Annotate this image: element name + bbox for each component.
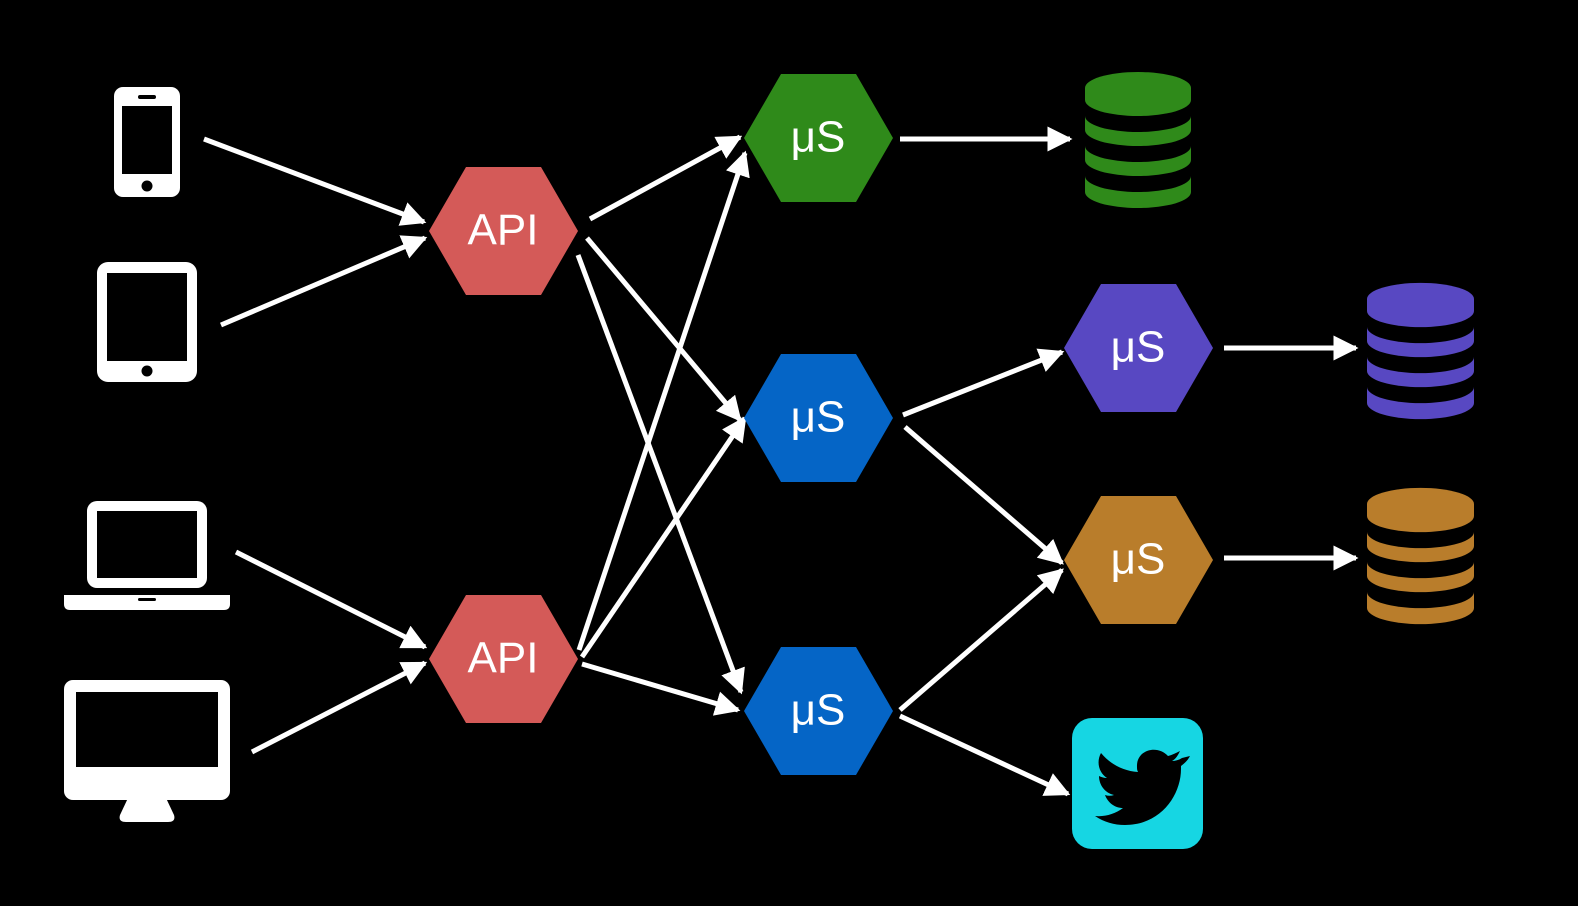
arrow-laptop-to-api2 <box>234 549 428 650</box>
microservice-hexagon <box>744 354 893 482</box>
desktop-monitor-icon <box>64 680 230 822</box>
arrow-api1-to-svc-blue-2 <box>575 254 745 695</box>
api-gateway-label: API <box>468 206 539 255</box>
arrow-api1-to-svc-blue-1 <box>585 236 742 422</box>
microservice-label: μS <box>1111 535 1166 584</box>
microservice-hexagon <box>1064 284 1213 412</box>
microservice-label: μS <box>1111 323 1166 372</box>
arrow-desktop-to-api2 <box>250 660 428 755</box>
laptop-icon <box>64 501 230 610</box>
microservice-node-blue: μS <box>744 354 893 482</box>
microservice-hexagon <box>744 647 893 775</box>
arrow-svc-blue-1-to-svc-purple <box>902 348 1065 418</box>
api-gateway-label: API <box>468 634 539 683</box>
twitter-bird-icon <box>1072 718 1203 849</box>
microservice-hexagon <box>744 74 893 202</box>
arrow-api2-to-svc-blue-2 <box>581 661 741 716</box>
arrow-api2-to-svc-green <box>576 150 750 651</box>
database-icon <box>1085 72 1191 208</box>
connections <box>203 126 1359 797</box>
microservice-label: μS <box>791 393 846 442</box>
arrow-tablet-to-api1 <box>220 235 428 328</box>
arrow-api1-to-svc-green <box>588 134 743 222</box>
smartphone-icon <box>114 87 180 197</box>
arrow-phone-to-api1 <box>203 136 427 226</box>
arrow-svc-blue-2-to-svc-orange <box>898 568 1064 712</box>
microservice-node-blue: μS <box>744 647 893 775</box>
api-gateway-node: API <box>429 595 578 723</box>
arrow-svc-blue-1-to-svc-orange <box>903 425 1064 565</box>
api-gateway-hexagon <box>429 167 578 295</box>
arrow-api2-to-svc-blue-1 <box>579 415 748 659</box>
api-gateway-hexagon <box>429 595 578 723</box>
microservice-label: μS <box>791 113 846 162</box>
microservice-hexagon <box>1064 496 1213 624</box>
microservice-node-orange: μS <box>1064 496 1213 624</box>
database-icon <box>1367 282 1474 420</box>
api-gateway-node: API <box>429 167 578 295</box>
microservice-node-purple: μS <box>1064 284 1213 412</box>
database-icon <box>1367 487 1474 625</box>
microservice-node-green: μS <box>744 74 893 202</box>
tablet-icon <box>97 262 197 382</box>
microservice-label: μS <box>791 686 846 735</box>
arrow-svc-blue-2-to-twitter <box>898 713 1071 797</box>
